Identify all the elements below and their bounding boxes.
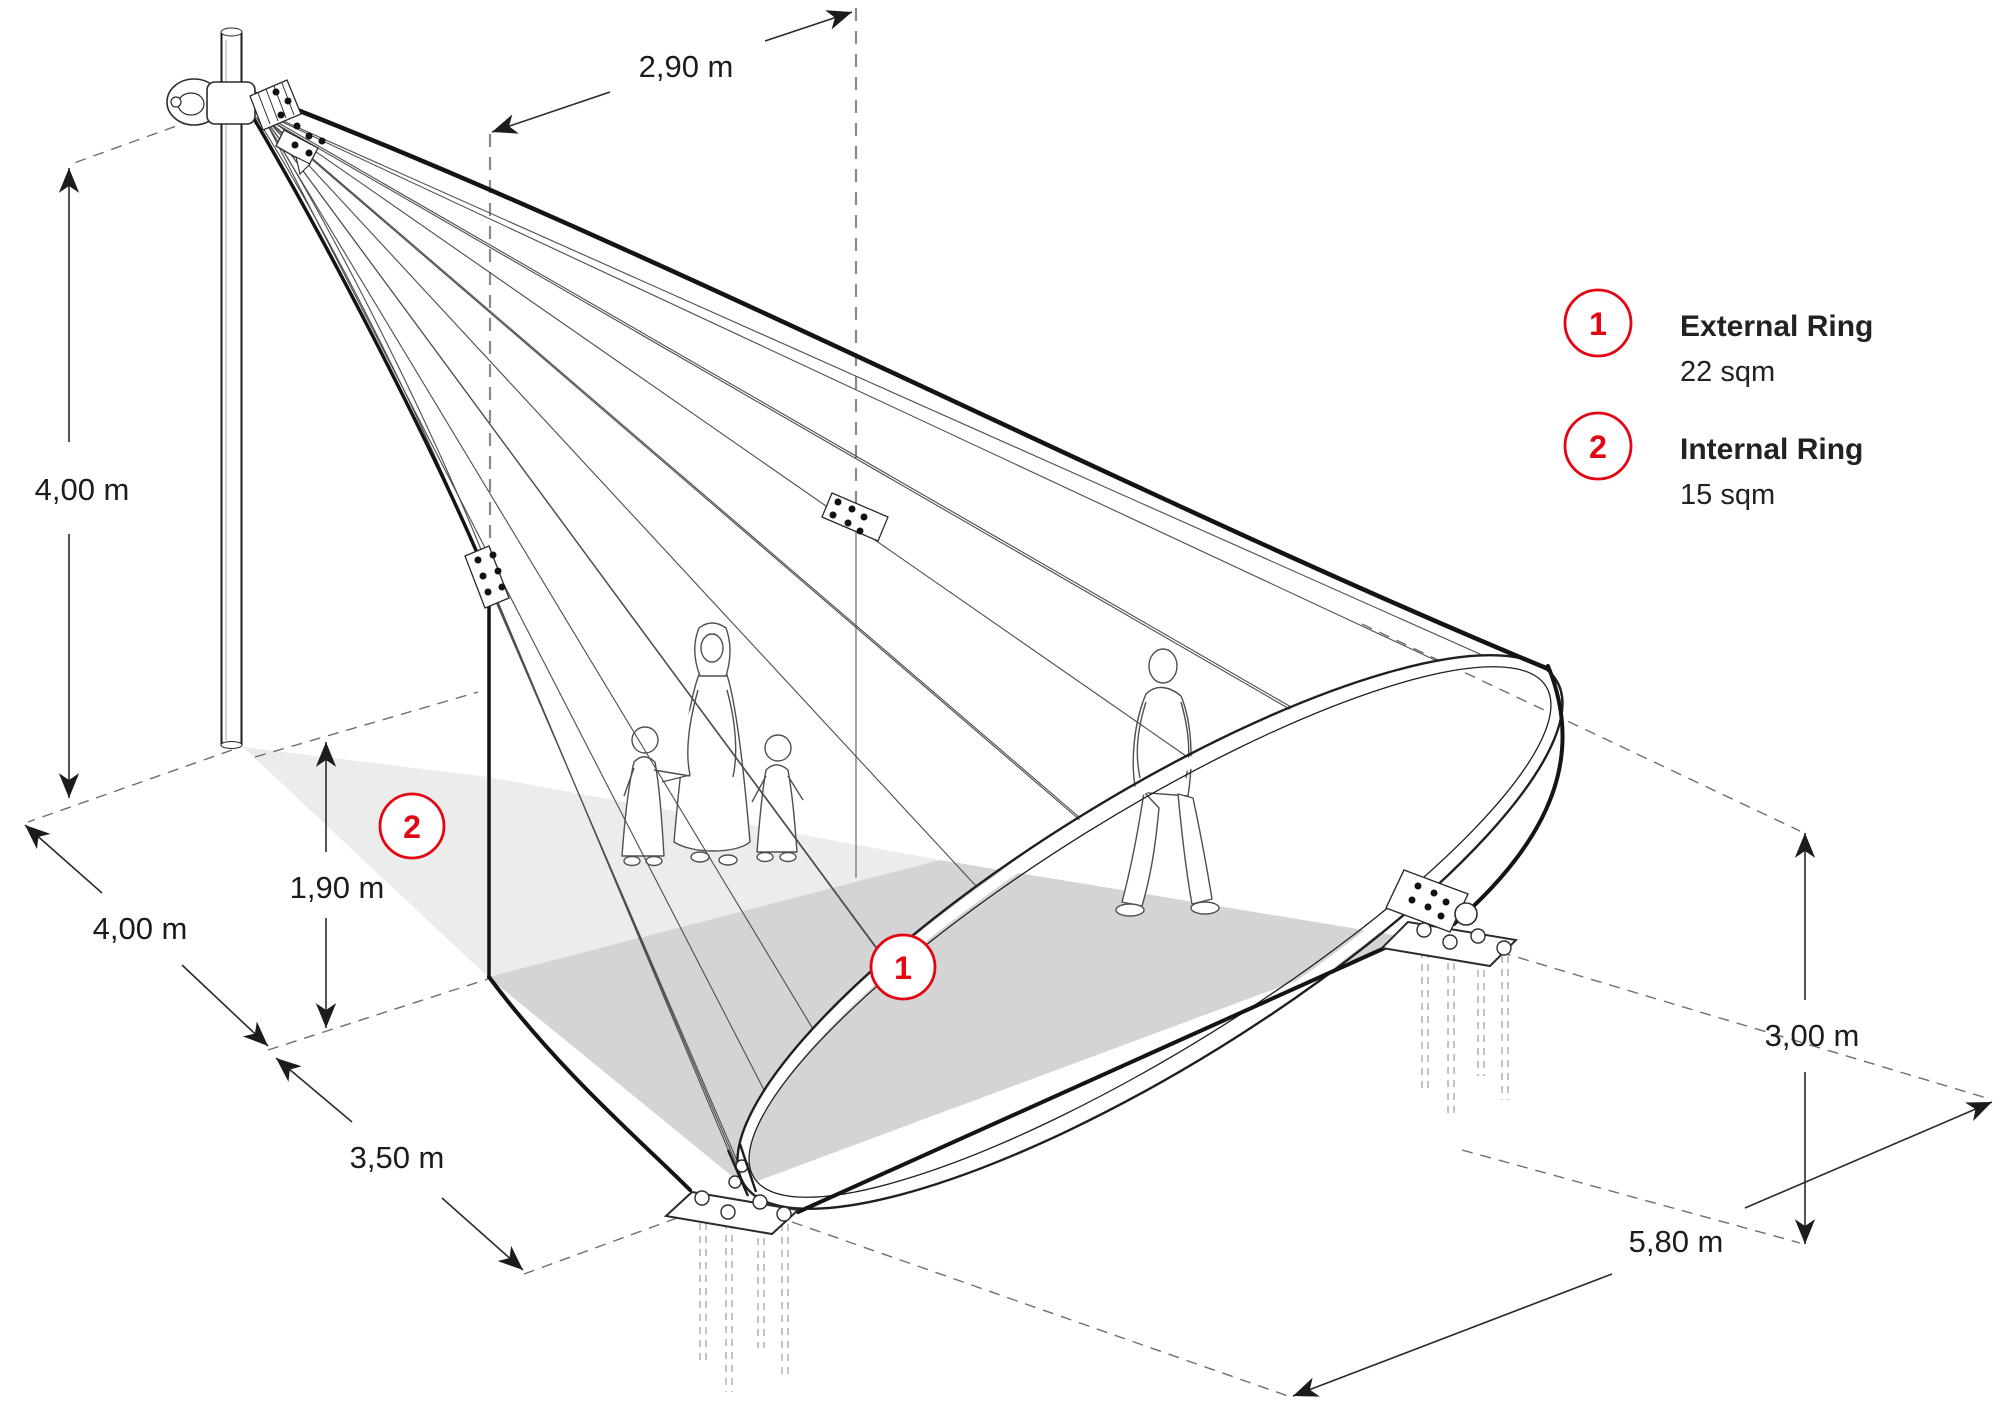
dimension-labels: 2,90 m 4,00 m 4,00 m 1,90 m 3,50 m 3,00 … [35,49,1860,1259]
ground-anchor-south [663,1143,801,1392]
mast-hub [166,78,326,176]
sail-edges [248,91,1565,1214]
zone-markers: 1 2 [378,792,937,1001]
label-pole-height: 4,00 m [35,472,130,507]
legend-marker-2-number: 2 [1589,429,1607,465]
figure-woman [661,622,751,866]
marker-internal-ring-number: 2 [403,809,421,845]
mast-pole [220,27,243,749]
marker-external-ring [869,933,937,1001]
label-anchor-span: 5,80 m [1629,1224,1724,1259]
marker-internal-ring [378,792,446,860]
legend-item-2-area: 15 sqm [1680,479,1775,511]
legend-marker-2 [1563,411,1633,481]
legend-item-1-title: External Ring [1680,310,1873,343]
figure-child-right [751,734,804,863]
label-base-width: 4,00 m [93,911,188,946]
dimension-lines [24,10,1993,1397]
legend-marker-1 [1563,288,1633,358]
connector-plate-internal [464,545,510,609]
label-external-ring-height: 3,00 m [1765,1018,1860,1053]
label-mast-offset: 2,90 m [639,49,734,84]
connector-plate-mid [821,492,889,542]
label-base-depth: 3,50 m [350,1140,445,1175]
marker-external-ring-number: 1 [894,950,912,986]
external-ring-shadow [488,860,1412,1186]
ring-clamp-plate [1385,869,1469,933]
hub-bolts [272,88,326,157]
legend: 1 External Ring 22 sqm 2 Internal Ring 1… [1563,288,1873,511]
guide-lines [27,8,1991,1397]
legend-marker-1-number: 1 [1589,306,1607,342]
ground-anchor-east [1379,869,1519,1118]
label-internal-ring-height: 1,90 m [290,870,385,905]
figure-child-left [621,726,691,867]
legend-item-2-title: Internal Ring [1680,433,1863,466]
legend-item-1-area: 22 sqm [1680,356,1775,388]
